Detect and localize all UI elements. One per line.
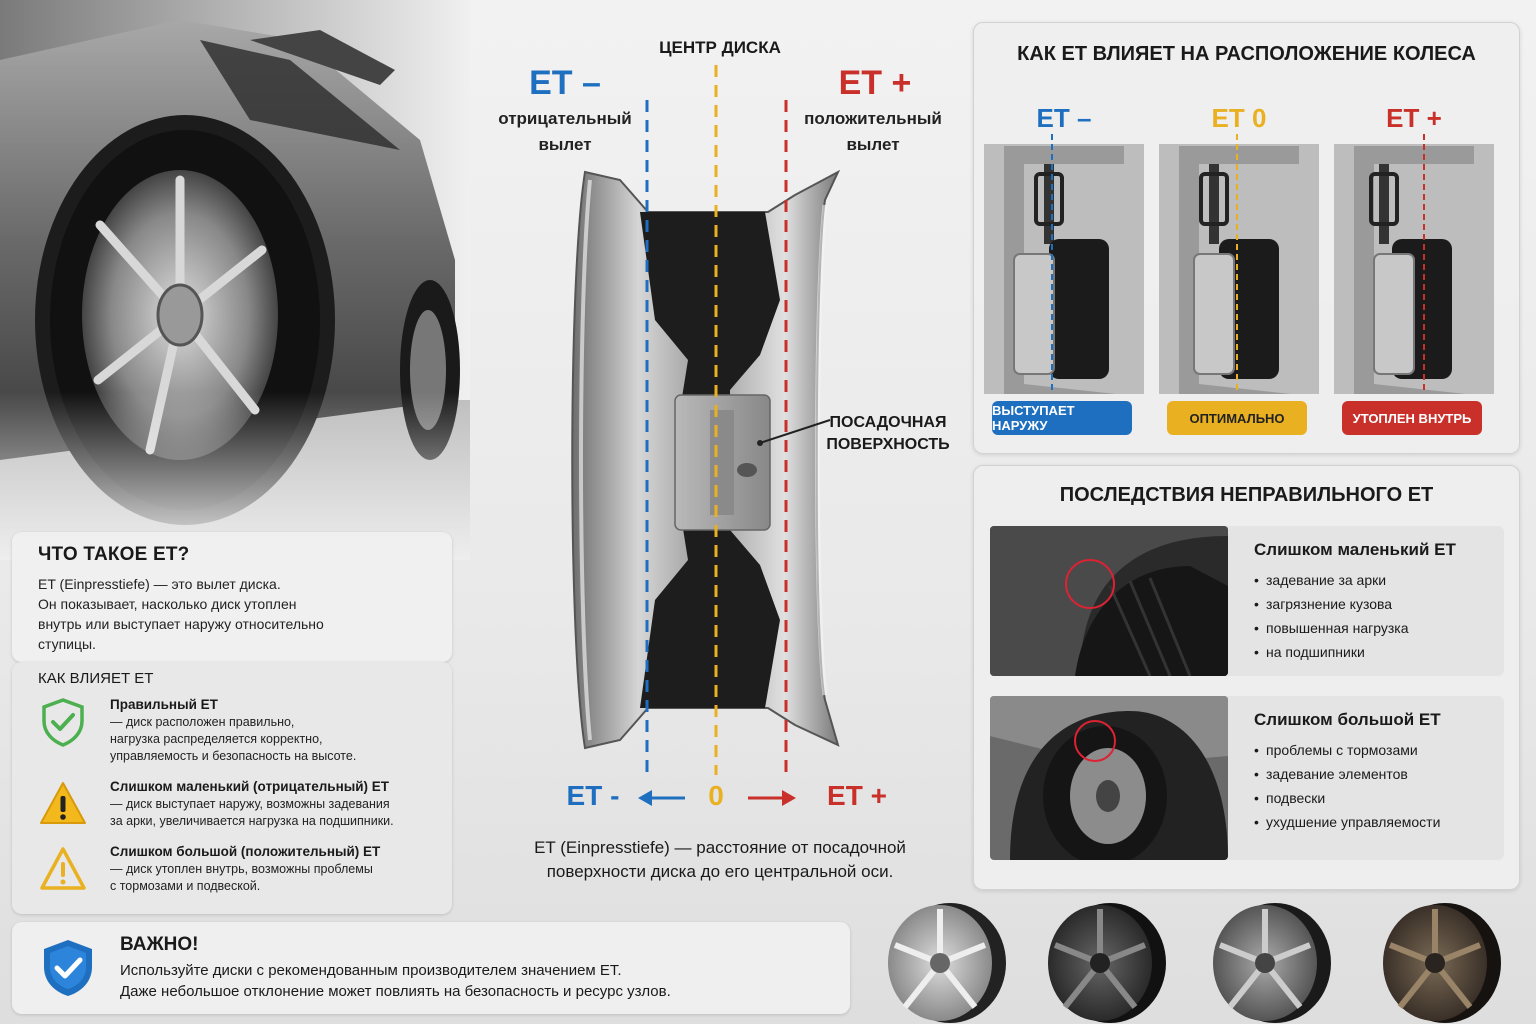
caption: ET (Einpresstiefe) — расстояние от посад… bbox=[534, 838, 906, 857]
effect-item-text: — диск расположен правильно, bbox=[110, 715, 295, 729]
wheel-bronze bbox=[1383, 903, 1501, 1023]
shield-check-icon bbox=[38, 697, 88, 747]
seat-surface-label: ПОВЕРХНОСТЬ bbox=[826, 436, 950, 453]
what-is-line: ступицы. bbox=[38, 636, 96, 652]
consequence-item: проблемы с тормозами bbox=[1254, 740, 1494, 760]
small-et-photo bbox=[990, 526, 1228, 676]
placement-col-plus: ET + УТОПЛЕН ВНУТРЬ bbox=[1334, 103, 1494, 453]
consequence-title: Слишком маленький ET bbox=[1254, 540, 1456, 559]
et-plus-label: ET + bbox=[838, 64, 912, 102]
effect-item-title: Слишком маленький (отрицательный) ET bbox=[110, 779, 390, 794]
consequences-title: ПОСЛЕДСТВИЯ НЕПРАВИЛЬНОГО ET bbox=[1059, 484, 1434, 506]
what-is-line: ET (Einpresstiefe) — это вылет диска. bbox=[38, 576, 281, 592]
rim-cross-section-diagram: ЦЕНТР ДИСКА ET – отрицательный вылет ET … bbox=[470, 0, 970, 920]
scale-plus: ET + bbox=[827, 780, 887, 811]
effect-item-correct: Правильный ET — диск расположен правильн… bbox=[38, 697, 426, 765]
et-plus-sub: положительный bbox=[804, 109, 942, 128]
scale-minus: ET - bbox=[566, 780, 620, 811]
wheel-silver bbox=[888, 903, 1006, 1023]
consequence-item: повышенная нагрузка bbox=[1254, 618, 1494, 638]
et-minus-label: ET – bbox=[529, 64, 601, 102]
placement-pill: УТОПЛЕН ВНУТРЬ bbox=[1342, 401, 1482, 435]
suspension-illustration bbox=[1334, 134, 1494, 399]
placement-col-zero: ET 0 ОПТИМАЛЬНО bbox=[1159, 103, 1319, 453]
placement-title: КАК ET ВЛИЯЕТ НА РАСПОЛОЖЕНИЕ КОЛЕСА bbox=[1017, 43, 1476, 65]
effect-item-small: Слишком маленький (отрицательный) ET — д… bbox=[38, 779, 426, 830]
consequences-panel: ПОСЛЕДСТВИЯ НЕПРАВИЛЬНОГО ET Слишком мал… bbox=[973, 465, 1520, 890]
effect-item-text: — диск выступает наружу, возможны задева… bbox=[110, 797, 390, 811]
rim-drawing bbox=[571, 65, 841, 806]
warning-outline-icon bbox=[38, 844, 88, 894]
important-card: ВАЖНО! Используйте диски с рекомендованн… bbox=[12, 922, 850, 1014]
placement-et: ET – bbox=[1036, 103, 1092, 133]
wheel-black bbox=[1048, 903, 1166, 1023]
effect-item-text: за арки, увеличивается нагрузка на подши… bbox=[110, 814, 394, 828]
consequence-item: ухудшение управляемости bbox=[1254, 812, 1494, 832]
effect-item-text: управляемость и безопасность на высоте. bbox=[110, 749, 357, 763]
what-is-et-card: ЧТО ТАКОЕ ET? ET (Einpresstiefe) — это в… bbox=[12, 532, 452, 662]
effect-item-text: с тормозами и подвеской. bbox=[110, 879, 261, 893]
et-minus-sub: отрицательный bbox=[498, 109, 632, 128]
consequence-title: Слишком большой ET bbox=[1254, 710, 1441, 729]
placement-panel: КАК ET ВЛИЯЕТ НА РАСПОЛОЖЕНИЕ КОЛЕСА ET … bbox=[973, 22, 1520, 454]
shield-check-icon bbox=[40, 938, 96, 998]
wheel-graphite bbox=[1213, 903, 1331, 1023]
what-is-line: внутрь или выступает наружу относительно bbox=[38, 616, 324, 632]
how-et-affects-card: КАК ВЛИЯЕТ ET Правильный ET — диск распо… bbox=[12, 662, 452, 914]
placement-col-minus: ET – ВЫСТУПАЕТ НАРУЖУ bbox=[984, 103, 1144, 453]
consequence-item: подвески bbox=[1254, 788, 1494, 808]
seat-surface-label: ПОСАДОЧНАЯ bbox=[829, 414, 947, 431]
consequence-item: на подшипники bbox=[1254, 642, 1494, 662]
important-title: ВАЖНО! bbox=[120, 934, 199, 955]
consequence-item: задевание за арки bbox=[1254, 570, 1494, 590]
important-line: Даже небольшое отклонение может повлиять… bbox=[120, 983, 671, 1000]
consequence-large: Слишком большой ET проблемы с тормозами … bbox=[990, 696, 1504, 860]
effect-item-text: нагрузка распределяется корректно, bbox=[110, 732, 323, 746]
important-line: Используйте диски с рекомендованным прои… bbox=[120, 962, 622, 979]
center-label: ЦЕНТР ДИСКА bbox=[659, 38, 781, 57]
placement-et: ET + bbox=[1386, 103, 1442, 133]
effect-item-title: Правильный ET bbox=[110, 697, 218, 712]
placement-pill: ОПТИМАЛЬНО bbox=[1167, 401, 1307, 435]
effect-item-large: Слишком большой (положительный) ET — дис… bbox=[38, 844, 426, 895]
wheels-row bbox=[870, 895, 1536, 1024]
warning-icon bbox=[38, 779, 88, 829]
caption: поверхности диска до его центральной оси… bbox=[546, 862, 894, 881]
et-minus-sub: вылет bbox=[538, 135, 592, 154]
et-plus-sub: вылет bbox=[846, 135, 900, 154]
effect-item-title: Слишком большой (положительный) ET bbox=[110, 844, 381, 859]
consequence-small: Слишком маленький ET задевание за арки з… bbox=[990, 526, 1504, 676]
consequence-item: задевание элементов bbox=[1254, 764, 1494, 784]
scale-zero: 0 bbox=[708, 780, 724, 811]
placement-pill: ВЫСТУПАЕТ НАРУЖУ bbox=[992, 401, 1132, 435]
consequence-item: загрязнение кузова bbox=[1254, 594, 1494, 614]
effect-title: КАК ВЛИЯЕТ ET bbox=[38, 670, 154, 687]
what-is-title: ЧТО ТАКОЕ ET? bbox=[38, 544, 190, 565]
placement-et: ET 0 bbox=[1211, 103, 1267, 133]
suspension-illustration bbox=[1159, 134, 1319, 399]
suspension-illustration bbox=[984, 134, 1144, 399]
large-et-photo bbox=[990, 696, 1228, 860]
effect-item-text: — диск утоплен внутрь, возможны проблемы bbox=[110, 862, 373, 876]
what-is-line: Он показывает, насколько диск утоплен bbox=[38, 596, 297, 612]
car-photo bbox=[0, 0, 470, 560]
